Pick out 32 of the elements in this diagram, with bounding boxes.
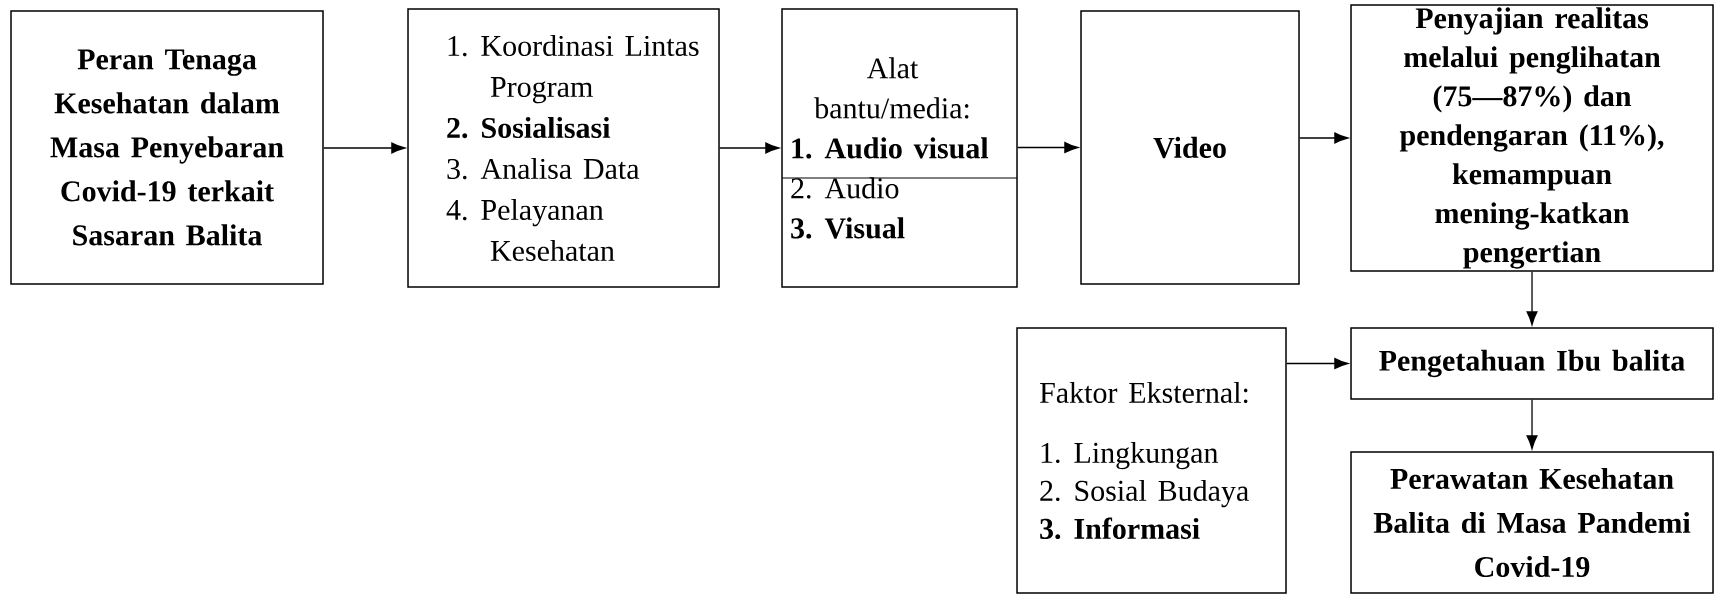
list-item: 1. Koordinasi Lintas Program bbox=[448, 34, 699, 104]
list-item: 3. Analisa Data bbox=[447, 157, 640, 180]
process-box bbox=[1350, 327, 1714, 400]
list-item: 2. Audio bbox=[791, 177, 899, 199]
heading-text: Alat bantu/media: bbox=[814, 57, 969, 119]
arrow bbox=[1526, 399, 1538, 450]
arrow bbox=[1299, 132, 1349, 144]
process-box bbox=[1350, 451, 1714, 594]
process-box bbox=[407, 8, 720, 288]
box-text: Perawatan Kesehatan Balita di Masa Pandemi Covid-19 bbox=[1373, 467, 1691, 578]
box-text: Peran Tenaga Kesehatan dalam Masa Penyebaran Covid-19 terkait Sasaran Balita bbox=[50, 49, 284, 246]
list-item: 4. Pelayanan Kesehatan bbox=[446, 198, 615, 262]
process-box bbox=[1080, 10, 1300, 285]
list-item: 3. Visual bbox=[791, 217, 905, 239]
list-item: 2. Sosial Budaya bbox=[1040, 479, 1249, 508]
box-text: Penyajian realitas melalui penglihatan (75—87%) dan pendengaran (11%), kemampuan mening-katkan pengertian bbox=[1399, 7, 1664, 269]
list-item: 3. Informasi bbox=[1040, 517, 1200, 540]
arrow bbox=[1526, 271, 1538, 326]
list-item: 1. Lingkungan bbox=[1041, 441, 1219, 470]
arrow bbox=[323, 142, 406, 154]
heading-text: Faktor Eksternal: bbox=[1040, 381, 1248, 404]
process-box bbox=[1016, 327, 1287, 594]
arrow bbox=[1286, 358, 1349, 369]
box-text: Pengetahuan Ibu balita bbox=[1379, 349, 1685, 378]
list-item: 1. Audio visual bbox=[792, 137, 989, 159]
list-item: 2. Sosialisasi bbox=[447, 116, 611, 139]
box-text: Video bbox=[1153, 136, 1226, 159]
process-box bbox=[1350, 4, 1714, 272]
process-box bbox=[10, 10, 324, 285]
arrow bbox=[719, 142, 780, 154]
arrow bbox=[1017, 142, 1079, 153]
process-box bbox=[781, 8, 1018, 288]
